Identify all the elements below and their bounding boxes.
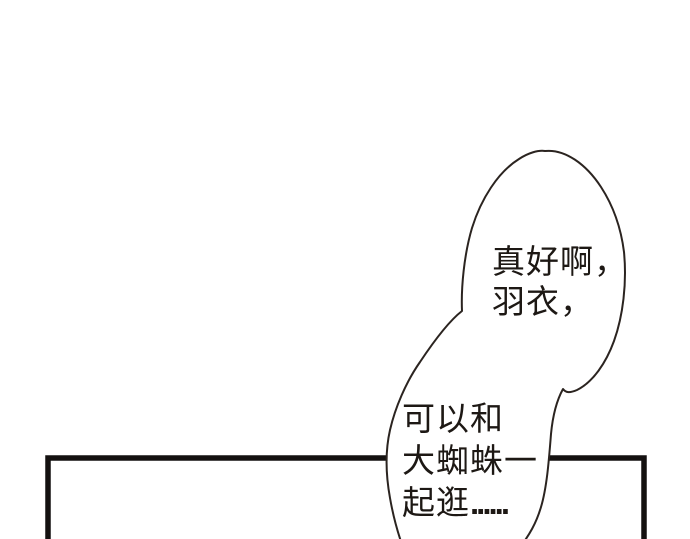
bubble-bottom-line-2: 大蜘蛛一 <box>402 442 538 479</box>
speech-bubble-text-bottom: 可以和 大蜘蛛一 起逛...... <box>402 398 538 524</box>
bubble-top-line-1: 真好啊， <box>492 243 628 280</box>
bubble-top-line-2: 羽衣， <box>492 283 594 320</box>
bubble-bottom-ellipsis: ...... <box>470 484 510 521</box>
speech-bubble-text-top: 真好啊， 羽衣， <box>492 242 628 322</box>
bubble-bottom-line-3: 起逛...... <box>402 482 538 524</box>
bubble-bottom-line-1: 可以和 <box>402 400 504 437</box>
speech-bubble-shape <box>385 149 626 539</box>
bubble-bottom-line-3-text: 起逛 <box>402 484 470 521</box>
panel-frame-border <box>45 455 647 539</box>
